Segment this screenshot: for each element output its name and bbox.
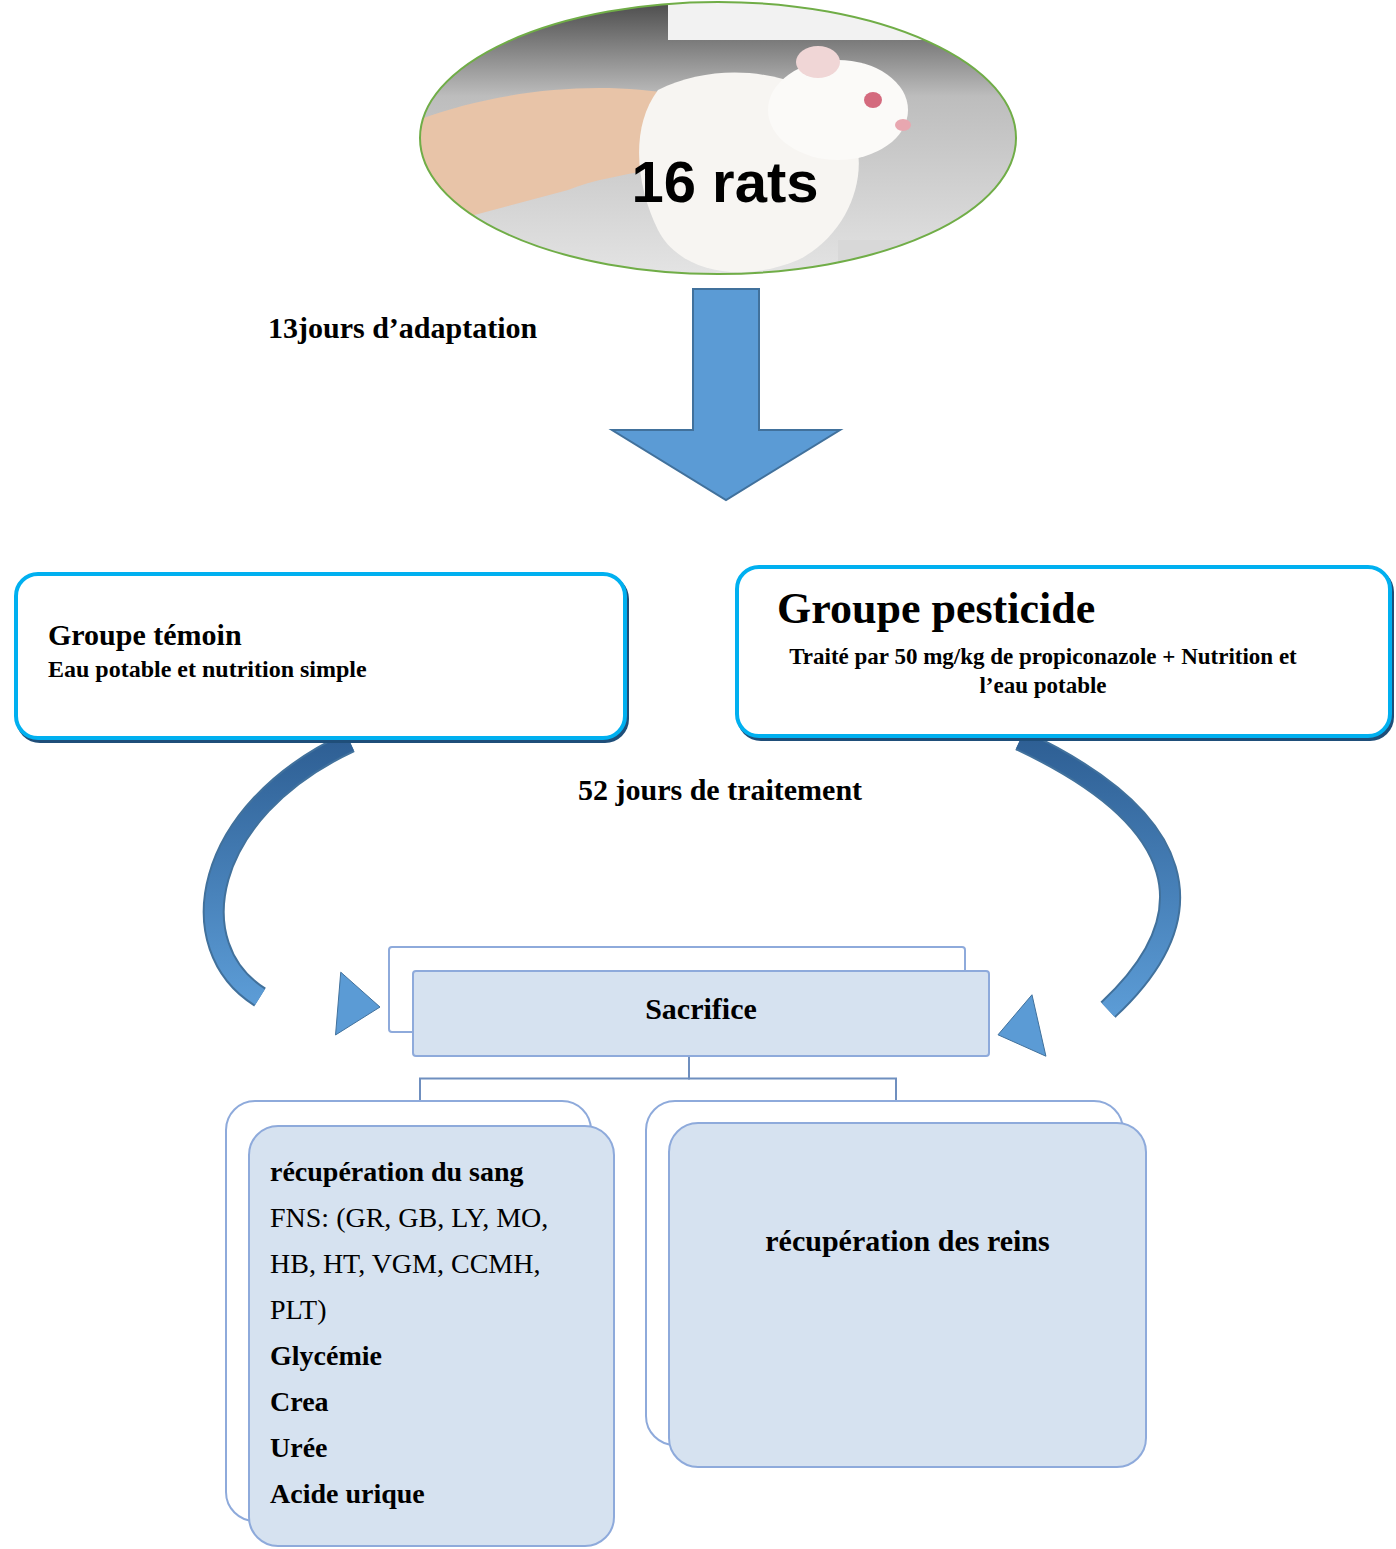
arrow-head	[336, 972, 380, 1035]
box-text: Eau potable et nutrition simple	[48, 656, 367, 683]
box-front: récupération du sangFNS: (GR, GB, LY, MO…	[248, 1125, 615, 1547]
box-text: Traité par 50 mg/kg de propiconazole + N…	[763, 643, 1323, 701]
connector	[214, 742, 380, 1035]
connector	[689, 1057, 896, 1100]
box-heading: Groupe témoin	[48, 618, 242, 652]
rat-photo	[418, 0, 1018, 276]
step-label: 13jours d’adaptation	[268, 311, 537, 345]
box-text: Urée	[270, 1425, 593, 1471]
step-box: Sacrifice	[388, 946, 990, 1057]
box-heading: Sacrifice	[432, 972, 970, 1026]
box-heading: récupération des reins	[688, 1124, 1127, 1258]
step-label: 52 jours de traitement	[578, 773, 862, 807]
connector	[998, 740, 1170, 1056]
analysis-box: récupération des reins	[645, 1100, 1147, 1468]
box-text: Acide urique	[270, 1471, 593, 1517]
analysis-box: récupération du sangFNS: (GR, GB, LY, MO…	[225, 1100, 615, 1547]
box-text: FNS: (GR, GB, LY, MO, HB, HT, VGM, CCMH,…	[270, 1195, 593, 1333]
box-heading: récupération du sang	[270, 1149, 593, 1195]
box-heading: Groupe pesticide	[777, 583, 1095, 634]
connector	[420, 1057, 689, 1100]
box-text: Glycémie	[270, 1333, 593, 1379]
group-box: Groupe pesticideTraité par 50 mg/kg de p…	[735, 565, 1392, 738]
group-box: Groupe témoinEau potable et nutrition si…	[14, 572, 627, 740]
box-heading: 16 rats	[418, 148, 1032, 215]
down-arrow-shape	[612, 289, 840, 500]
box-front: récupération des reins	[668, 1122, 1147, 1468]
arrow-head	[998, 995, 1046, 1056]
box-text: Crea	[270, 1379, 593, 1425]
box-front: Sacrifice	[412, 970, 990, 1057]
rats-ellipse: 16 rats	[418, 0, 1032, 276]
